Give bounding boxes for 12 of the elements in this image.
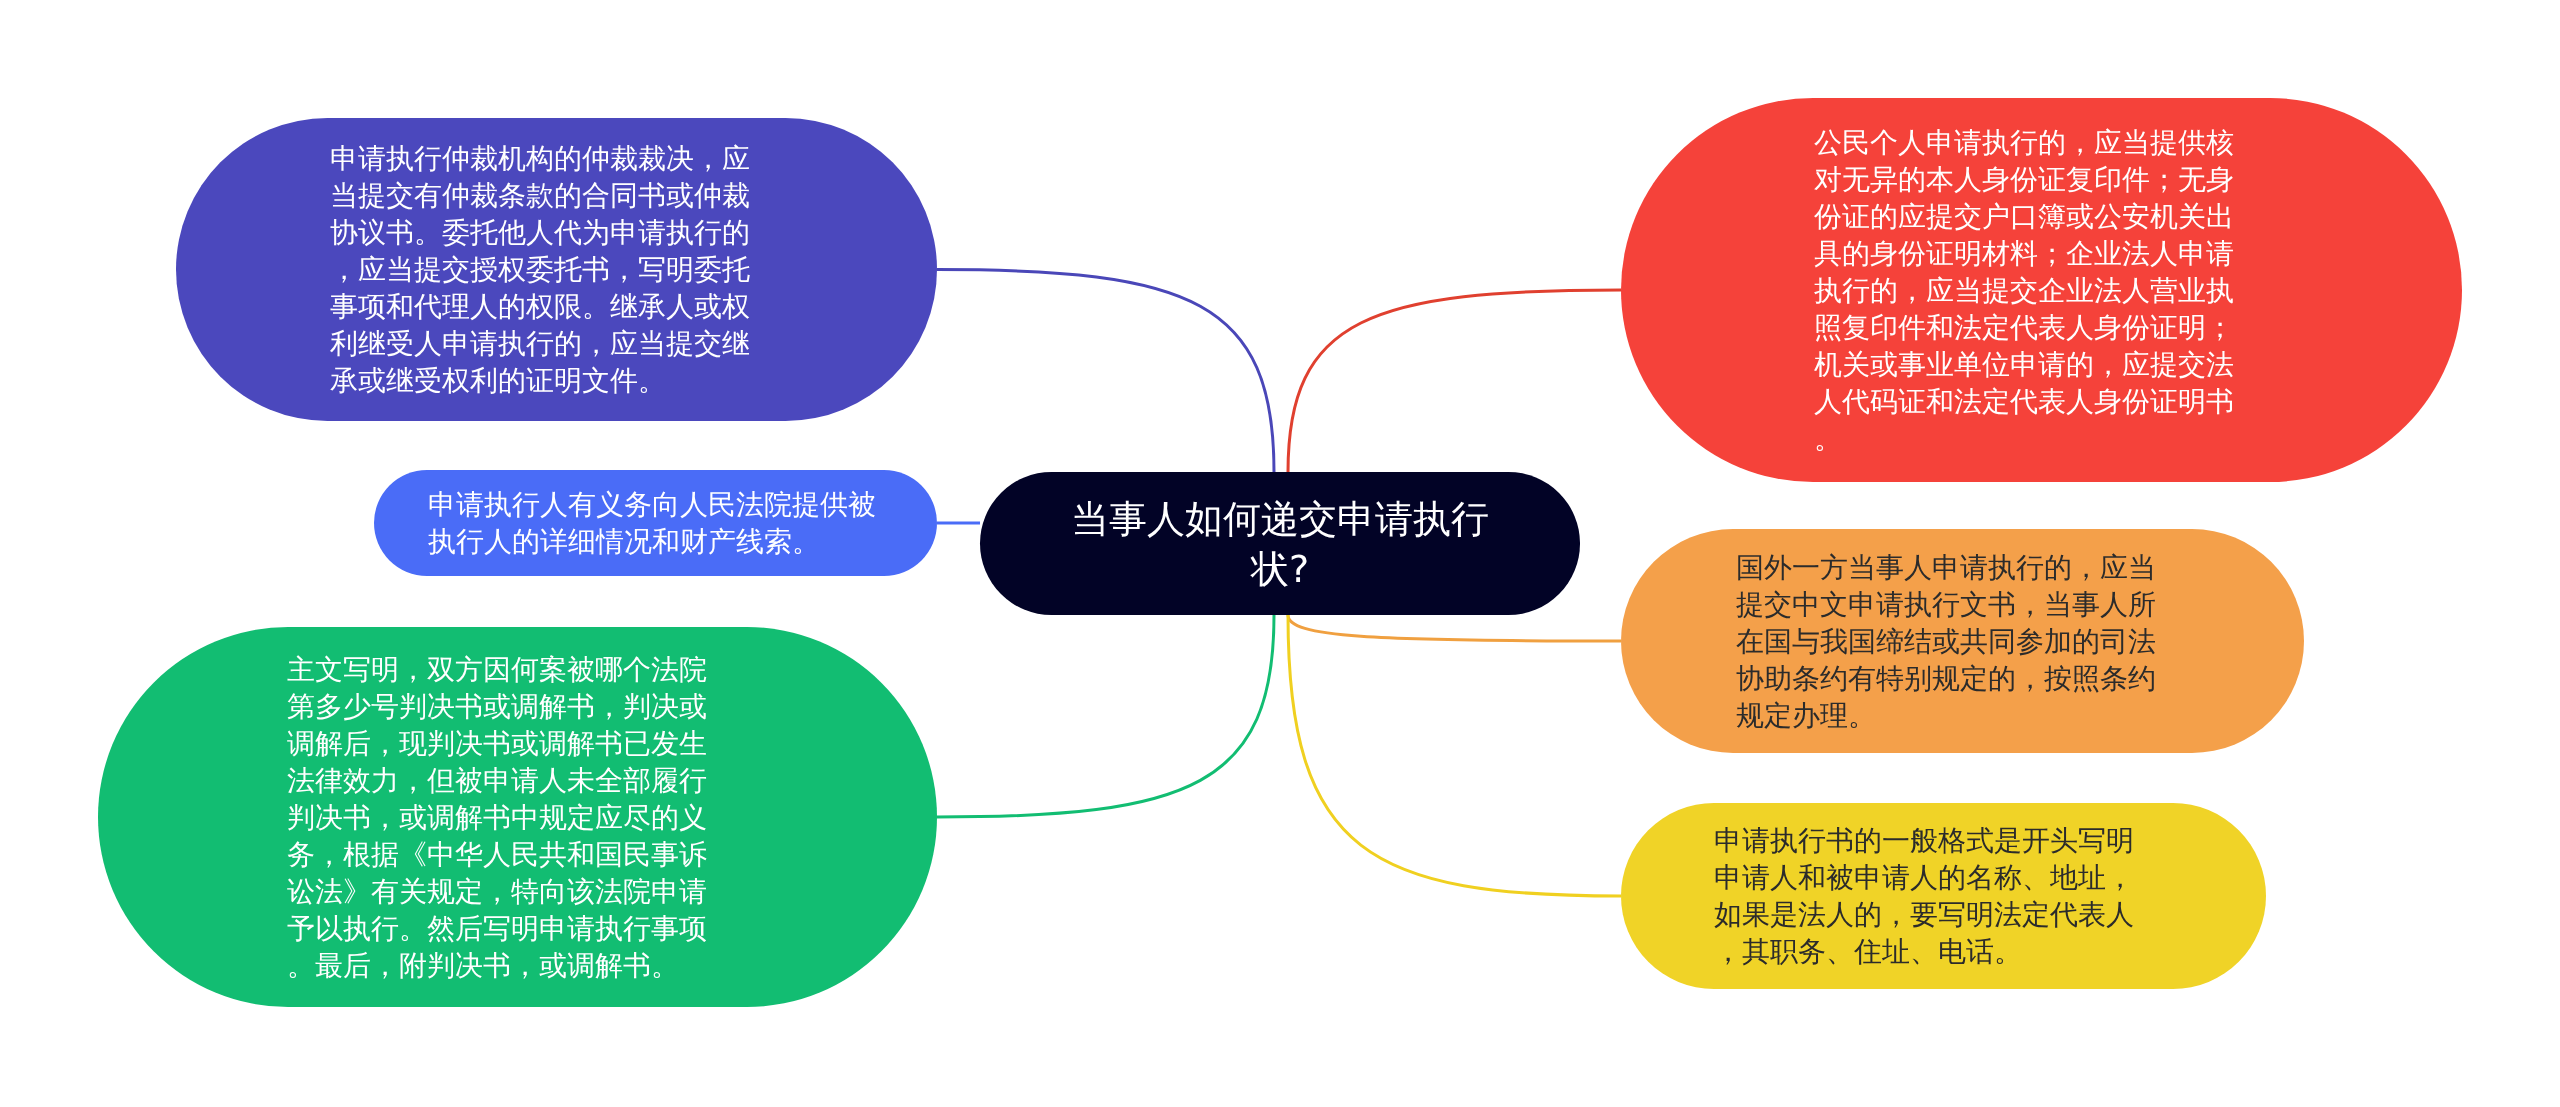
connector-line (1286, 288, 1621, 473)
topic-text: 申请执行书的一般格式是开头写明申请人和被申请人的名称、地址，如果是法人的，要写明法定代表人，其职务、住址、电话。 (1714, 823, 2135, 970)
topic-text: 申请执行人有义务向人民法院提供被执行人的详细情况和财产线索。 (428, 487, 877, 560)
connector-line (937, 521, 980, 525)
topic-title: 当事人如何递交申请执行状? (1070, 495, 1490, 593)
topic-text: 主文写明，双方因何案被哪个法院第多少号判决书或调解书，判决或调解后，现判决书或调解书已发生法律效力，但被申请人未全部履行判决书，或调解书中规定应尽的义务，根据《中华人民共和国民事诉讼法》有关规定，特向该法院申请予以执行。然后写明申请执行事项。最后，附判决书，或调解书。 (287, 651, 708, 984)
topic-text: 申请执行仲裁机构的仲裁裁决，应当提交有仲裁条款的合同书或仲裁协议书。委托他人代为申请执行的，应当提交授权委托书，写明委托事项和代理人的权限。继承人或权利继受人申请执行的，应当提交继承或继受权利的证明文件。 (330, 141, 751, 399)
connector-line (1286, 614, 1622, 898)
topic-text: 公民个人申请执行的，应当提供核对无异的本人身份证复印件；无身份证的应提交户口簿或公安机关出具的身份证明材料；企业法人申请执行的，应当提交企业法人营业执照复印件和法定代表人身份证明；机关或事业单位申请的，应提交法人代码证和法定代表人身份证明书。 (1814, 124, 2235, 457)
connector-line (937, 268, 1276, 473)
connector-line (937, 614, 1276, 819)
topic-text: 国外一方当事人申请执行的，应当提交中文申请执行文书，当事人所在国与我国缔结或共同参加的司法协助条约有特别规定的，按照条约规定办理。 (1736, 549, 2157, 734)
